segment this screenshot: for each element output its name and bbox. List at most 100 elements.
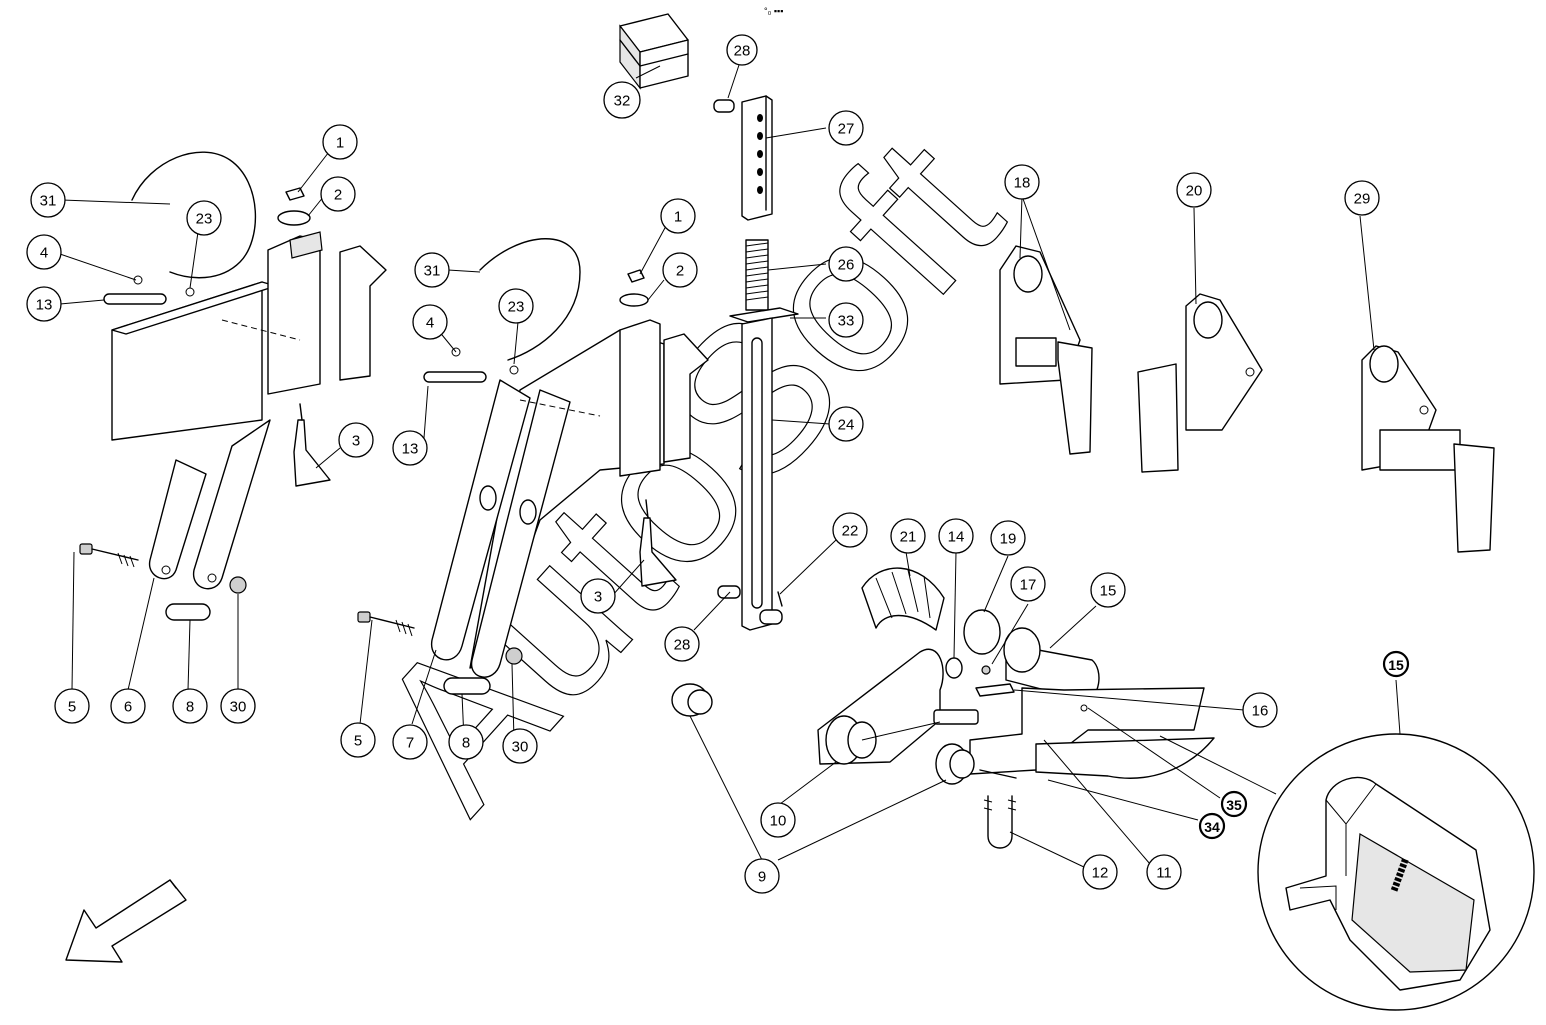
callout-3: 3 xyxy=(580,578,616,614)
callout-2: 2 xyxy=(320,176,356,212)
callout-label: 23 xyxy=(196,211,213,228)
part-1-2-left xyxy=(277,187,311,226)
callout-label: 12 xyxy=(1092,865,1109,882)
callout-3: 3 xyxy=(338,422,374,458)
callout-label: 20 xyxy=(1186,183,1203,200)
callout-label: 11 xyxy=(1156,865,1172,882)
callout-label: 22 xyxy=(842,523,859,540)
callout-label: 13 xyxy=(36,297,53,314)
callout-label: 23 xyxy=(508,299,525,316)
callout-4: 4 xyxy=(412,304,448,340)
callout-29: 29 xyxy=(1344,180,1380,216)
callout-9: 9 xyxy=(744,858,780,894)
callout-label: 14 xyxy=(948,529,965,546)
callout-23: 23 xyxy=(498,288,534,324)
callout-32: 32 xyxy=(603,81,641,119)
callout-31: 31 xyxy=(30,182,66,218)
part-24-slotted-bar xyxy=(741,317,783,631)
part-27-post xyxy=(741,95,773,221)
callout-label: 31 xyxy=(424,263,441,280)
direction-arrow xyxy=(65,879,187,963)
callout-24: 24 xyxy=(828,406,864,442)
callout-20: 20 xyxy=(1176,172,1212,208)
callout-23: 23 xyxy=(186,200,222,236)
callout-label: 30 xyxy=(512,739,529,756)
callout-label: 4 xyxy=(426,315,434,332)
callout-label: 33 xyxy=(838,313,855,330)
callout-label: 32 xyxy=(614,93,631,110)
callout-label: 10 xyxy=(770,813,787,830)
callout-1: 1 xyxy=(322,124,358,160)
callout-label: 26 xyxy=(838,257,855,274)
callout-30: 30 xyxy=(502,728,538,764)
callout-label: 16 xyxy=(1252,703,1269,720)
callout-5: 5 xyxy=(340,722,376,758)
lower-mount-assembly xyxy=(671,567,1215,849)
callout-15: 15 xyxy=(1090,572,1126,608)
callout-label: 35 xyxy=(1226,797,1242,813)
callout-label: 2 xyxy=(334,187,342,204)
callout-28: 28 xyxy=(664,626,700,662)
part-26-spring xyxy=(745,239,769,311)
callout-label: 3 xyxy=(352,433,360,450)
callout-22: 22 xyxy=(832,512,868,548)
callout-label: 13 xyxy=(402,441,419,458)
callout-label: 27 xyxy=(838,121,855,138)
callout-label: 18 xyxy=(1014,175,1031,192)
callout-7: 7 xyxy=(392,724,428,760)
callout-label: 28 xyxy=(734,43,751,60)
callout-label: 1 xyxy=(674,209,682,226)
callout-label: 8 xyxy=(462,735,470,752)
callout-label: 8 xyxy=(186,699,194,716)
callout-19: 19 xyxy=(990,520,1026,556)
callout-label: 5 xyxy=(354,733,362,750)
callout-label: 5 xyxy=(68,699,76,716)
callout-26: 26 xyxy=(828,246,864,282)
callout-27: 27 xyxy=(828,110,864,146)
callout-label: 24 xyxy=(838,417,855,434)
detail-view-15: ▮▮▮▮▮▮▮ xyxy=(1257,733,1535,1011)
header-marks: °₀ ▪▪▪ xyxy=(764,6,783,16)
callout-label: 6 xyxy=(124,699,132,716)
callout-15: 15 xyxy=(1382,650,1410,678)
callout-label: 15 xyxy=(1388,657,1404,673)
callout-label: 29 xyxy=(1354,191,1371,208)
callout-label: 17 xyxy=(1020,577,1037,594)
callout-label: 31 xyxy=(40,193,57,210)
callout-label: 30 xyxy=(230,699,247,716)
callout-13: 13 xyxy=(392,430,428,466)
part-28-pin-top xyxy=(713,99,735,113)
callout-8: 8 xyxy=(448,724,484,760)
callout-label: 15 xyxy=(1100,583,1117,600)
callout-4: 4 xyxy=(26,234,62,270)
callout-28: 28 xyxy=(726,34,758,66)
callout-11: 11 xyxy=(1146,854,1182,890)
callout-label: 34 xyxy=(1204,819,1220,835)
callout-5: 5 xyxy=(54,688,90,724)
callout-18: 18 xyxy=(1004,164,1040,200)
callout-30: 30 xyxy=(220,688,256,724)
leader-lines xyxy=(59,61,1401,869)
callout-13: 13 xyxy=(26,286,62,322)
callout-21: 21 xyxy=(890,518,926,554)
part-33-plate xyxy=(729,307,799,323)
callout-34: 34 xyxy=(1198,812,1226,840)
callout-12: 12 xyxy=(1082,854,1118,890)
part-22-cotter xyxy=(777,591,783,607)
callout-label: 9 xyxy=(758,869,766,886)
hinge-variant-29 xyxy=(1361,345,1495,553)
callout-35: 35 xyxy=(1220,790,1248,818)
callout-10: 10 xyxy=(760,802,796,838)
callout-31: 31 xyxy=(414,252,450,288)
left-bracket-assembly xyxy=(79,151,387,621)
callout-label: 1 xyxy=(336,135,344,152)
callout-17: 17 xyxy=(1010,566,1046,602)
part-32-block xyxy=(619,13,689,90)
hinge-variant-20 xyxy=(1137,293,1263,473)
callout-2: 2 xyxy=(662,252,698,288)
callout-33: 33 xyxy=(828,302,864,338)
part-28-pin-lower xyxy=(717,585,741,599)
hinge-variant-18 xyxy=(999,245,1093,455)
